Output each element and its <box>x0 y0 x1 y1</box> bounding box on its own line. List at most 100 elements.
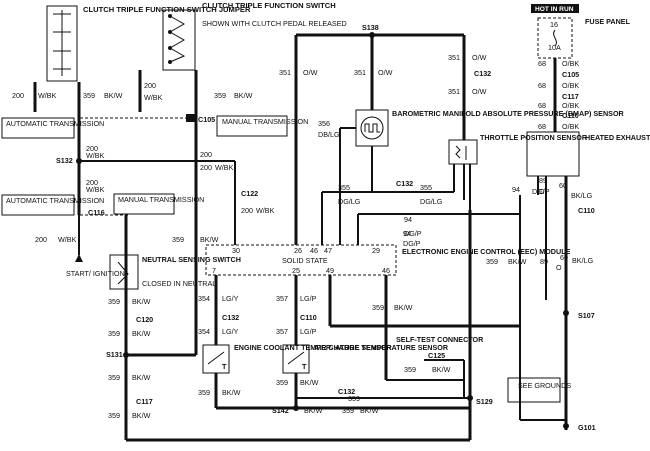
wire-200-a: 200 <box>12 91 24 100</box>
connector-c125: C125 <box>428 351 445 360</box>
wire-355-b: 355 <box>420 183 432 192</box>
wire-359-j: 359 <box>342 406 354 415</box>
pin-29: 29 <box>372 246 380 255</box>
connector-c110-right: C110 <box>562 111 579 120</box>
neutral-switch-note: CLOSED IN NEUTRAL <box>142 279 216 288</box>
hego-label: HEATED EXHAUST GAS OXYGEN (HEGO) SENSOR <box>585 133 650 142</box>
wire-200-start-color: W/BK <box>58 235 77 244</box>
fuse-number: 16 <box>550 20 558 29</box>
wire-359-e-color: BK/W <box>132 329 151 338</box>
pin-46-bottom: 46 <box>382 266 390 275</box>
wire-351-c-color: O/W <box>472 53 487 62</box>
wire-359-m-color: BK/W <box>508 257 527 266</box>
svg-text:SHOWN WITH CLUTCH PEDAL RELEAS: SHOWN WITH CLUTCH PEDAL RELEASED <box>202 19 347 28</box>
wire-359-m: 359 <box>486 257 498 266</box>
act-label: AIR CHARGE TEMPERATURE SENSOR <box>314 343 449 352</box>
wire-68-a-color: O/BK <box>562 59 579 68</box>
wire-68-d: 68 <box>538 122 546 131</box>
wire-359-b: 359 <box>214 91 226 100</box>
eec-outputs: 359 BK/W SELF-TEST CONNECTOR C125 359 BK… <box>328 210 571 440</box>
auto-trans-2-label: AUTOMATIC TRANSMISSION <box>6 196 104 205</box>
connector-c120: C120 <box>136 315 153 324</box>
svg-text:CLOSED IN NEUTRAL: CLOSED IN NEUTRAL <box>142 279 216 288</box>
wire-359-g: 359 <box>108 411 120 420</box>
connector-c132-ect: C132 <box>222 313 239 322</box>
splice-s132: S132 <box>56 156 73 165</box>
svg-text:SEE GROUNDS: SEE GROUNDS <box>518 381 571 390</box>
manual-trans-2-label: MANUAL TRANSMISSION <box>118 195 204 204</box>
wire-359-c: 359 <box>172 235 184 244</box>
wire-356: 356 <box>318 119 330 128</box>
connector-c132-bot: C132 <box>338 387 355 396</box>
wire-89-b-color: O <box>556 263 562 272</box>
wire-351-d: 351 <box>448 87 460 96</box>
connector-c122: C122 <box>241 189 258 198</box>
solid-state-label: SOLID STATE <box>282 256 328 265</box>
wire-94-right: 94 <box>512 185 520 194</box>
wire-89-b: 89 <box>540 257 548 266</box>
power-bus: S138 351 O/W 351 O/W 351 O/W C132 351 O/… <box>279 23 491 245</box>
connector-c117: C117 <box>136 397 153 406</box>
wire-94-a-color: DG/P <box>404 229 422 238</box>
wire-359-l-color: BK/W <box>432 365 451 374</box>
pin-25: 25 <box>292 266 300 275</box>
wire-354-a-color: LG/Y <box>222 294 239 303</box>
connector-c110-act: C110 <box>300 313 317 322</box>
wire-359-g-color: BK/W <box>132 411 151 420</box>
wire-359-i: 359 <box>276 378 288 387</box>
wire-94-a: 94 <box>404 215 412 224</box>
wire-355-b-color: DG/LG <box>420 197 443 206</box>
wire-355-a: 355 <box>338 183 350 192</box>
clutch-switch-label: CLUTCH TRIPLE FUNCTION SWITCH <box>202 1 336 10</box>
pin-47: 47 <box>324 246 332 255</box>
wire-89-a-color: O <box>539 187 545 196</box>
wire-351-b-color: O/W <box>378 68 393 77</box>
svg-text:ELECTRONIC ENGINE CONTROL (EEC: ELECTRONIC ENGINE CONTROL (EEC) MODULE <box>402 247 571 256</box>
manual-trans-1-label: MANUAL TRANSMISSION <box>222 117 308 126</box>
wire-68-a: 68 <box>538 59 546 68</box>
wire-354-a: 354 <box>198 294 210 303</box>
wire-200-d-color: W/BK <box>86 185 105 194</box>
wire-359-k: 359 <box>348 394 360 403</box>
svg-text:ENGINE COOLANT TEMPER- ATURE S: ENGINE COOLANT TEMPER- ATURE SENSOR <box>234 343 393 352</box>
s132-area: S132 200 W/BK 200 W/BK 200 200 W/BK C122… <box>56 112 275 355</box>
wire-359-c-color: BK/W <box>200 235 219 244</box>
wire-60-a: 60 <box>559 181 567 190</box>
wire-359-a: 359 <box>83 91 95 100</box>
svg-text:THROTTLE POSITION SENSOR: THROTTLE POSITION SENSOR <box>480 133 588 142</box>
wire-68-d-color: O/BK <box>562 122 579 131</box>
wire-200-f: 200 <box>200 163 212 172</box>
splice-s138: S138 <box>362 23 379 32</box>
pin-49: 49 <box>326 266 334 275</box>
wire-359-h-color: BK/W <box>222 388 241 397</box>
wire-200-c-color: W/BK <box>86 151 105 160</box>
svg-text:NEUTRAL SENSING SWITCH: NEUTRAL SENSING SWITCH <box>142 255 241 264</box>
svg-text:FUSE PANEL: FUSE PANEL <box>585 17 631 26</box>
svg-text:MANUAL TRANSMISSION: MANUAL TRANSMISSION <box>222 117 308 126</box>
wire-351-c: 351 <box>448 53 460 62</box>
svg-text:START/ IGNITION: START/ IGNITION <box>66 269 125 278</box>
hego-sensor: HEATED EXHAUST GAS OXYGEN (HEGO) SENSOR … <box>512 131 650 432</box>
c116-area: AUTOMATIC TRANSMISSION C116 MANUAL TRANS… <box>1 193 219 420</box>
see-grounds-label: SEE GROUNDS <box>518 381 571 390</box>
wire-359-b-color: BK/W <box>234 91 253 100</box>
svg-text:BAROMETRIC MANIFOLD ABSOLUTE P: BAROMETRIC MANIFOLD ABSOLUTE PRESSURE (B… <box>392 109 625 118</box>
wire-200-g: 200 <box>241 206 253 215</box>
wire-351-a: 351 <box>279 68 291 77</box>
ect-label: ENGINE COOLANT TEMPER- ATURE SENSOR <box>234 343 393 352</box>
svg-text:SELF-TEST CONNECTOR: SELF-TEST CONNECTOR <box>396 335 484 344</box>
wire-200-b: 200 <box>144 81 156 90</box>
splice-s142: S142 <box>272 406 289 415</box>
ground-g101: G101 <box>578 423 596 432</box>
wire-359-h: 359 <box>198 388 210 397</box>
wire-94-b: 94 <box>403 229 411 238</box>
pin-7: 7 <box>212 266 216 275</box>
splice-s129: S129 <box>476 397 493 406</box>
act-t-symbol: T <box>302 362 307 371</box>
fuse-rating: 10A <box>548 43 561 52</box>
pin-46-top: 46 <box>310 246 318 255</box>
connector-c117-right: C117 <box>562 92 579 101</box>
svg-text:AUTOMATIC TRANSMISSION: AUTOMATIC TRANSMISSION <box>6 196 104 205</box>
bmap-sensor: BAROMETRIC MANIFOLD ABSOLUTE PRESSURE (B… <box>318 109 625 245</box>
wire-200-d: 200 <box>86 178 98 187</box>
